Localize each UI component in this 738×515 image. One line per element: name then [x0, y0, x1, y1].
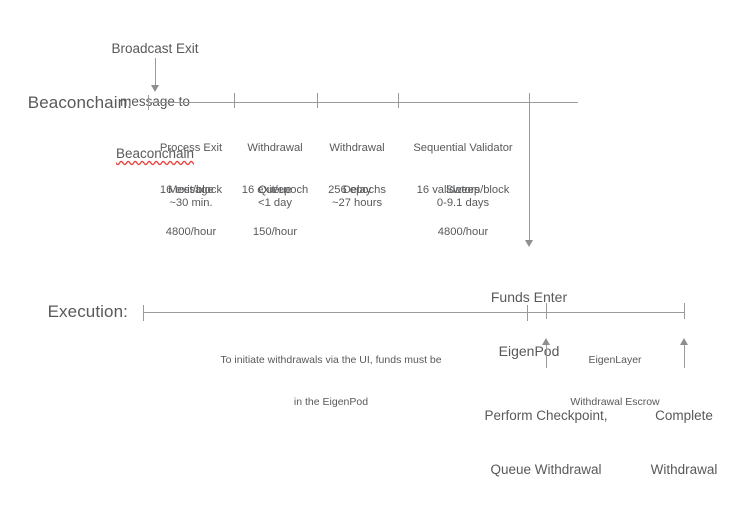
segment-3-duration: ~27 hours: [331, 197, 383, 209]
beaconchain-row-label: Beaconchain:: [27, 93, 132, 112]
beaconchain-tick-3: [398, 93, 399, 108]
execution-row-label: Execution:: [47, 302, 128, 321]
escrow-note-line-2: Withdrawal Escrow: [570, 396, 660, 408]
eigenlayer-escrow-note: EigenLayer Withdrawal Escrow: [570, 325, 659, 437]
complete-withdrawal-label: Complete Withdrawal: [651, 371, 718, 515]
execution-note-line-2: in the EigenPod: [293, 396, 369, 408]
beaconchain-tick-2: [317, 93, 318, 108]
complete-arrow-head-icon: [680, 338, 688, 345]
segment-3-rate: 256 epochs: [328, 155, 386, 225]
segment-1-name: Process Exit Message: [160, 113, 222, 225]
segment-3-name-line-1: Withdrawal: [329, 142, 385, 154]
broadcast-arrow-shaft: [155, 58, 156, 86]
segment-1-rate-line-2: 4800/hour: [165, 226, 217, 238]
escrow-note-line-1: EigenLayer: [588, 354, 642, 366]
timeline-diagram: Broadcast Exit message to Beaconchain Be…: [27, 5, 718, 477]
segment-4-name-line-1: Sequential Validator: [413, 142, 513, 154]
segment-4-name: Sequential Validator Sweep: [413, 113, 512, 225]
segment-1-name-line-1: Process Exit: [159, 142, 223, 154]
execution-tick-complete: [684, 303, 685, 319]
segment-2-rate-line-1: 16 exit/epoch: [241, 184, 309, 196]
checkpoint-label-line-1: Perform Checkpoint,: [484, 408, 608, 423]
beaconchain-tick-4: [529, 93, 530, 108]
execution-tick-funds-arrive: [527, 305, 528, 321]
segment-3-rate-line-1: 256 epochs: [328, 184, 386, 196]
funds-enter-eigenpod-label: Funds Enter EigenPod: [491, 252, 567, 396]
beaconchain-axis: [148, 102, 578, 103]
execution-axis: [143, 312, 685, 313]
callout-line-1: Broadcast Exit: [111, 41, 199, 56]
complete-arrow-shaft: [684, 344, 685, 368]
segment-2-rate: 16 exit/epoch 150/hour: [242, 155, 309, 267]
segment-2-rate-line-2: 150/hour: [252, 226, 298, 238]
checkpoint-arrow-head-icon: [542, 338, 550, 345]
beaconchain-tick-start: [148, 95, 149, 110]
callout-line-2: message to: [120, 93, 190, 109]
segment-4-name-line-2: Sweep: [445, 184, 481, 196]
segment-2-name: Withdrawal Queue: [247, 113, 302, 225]
segment-1-duration: ~30 min.: [169, 197, 213, 209]
segment-1-rate: 16 exit/block 4800/hour: [160, 155, 222, 267]
checkpoint-arrow-shaft: [546, 344, 547, 368]
segment-2-name-line-2: Queue: [258, 184, 292, 196]
execution-tick-start: [143, 305, 144, 321]
segment-1-rate-line-1: 16 exit/block: [159, 184, 223, 196]
complete-label-line-2: Withdrawal: [650, 462, 718, 477]
segment-4-rate-line-1: 16 validators/block: [416, 184, 510, 196]
checkpoint-label-line-2: Queue Withdrawal: [490, 462, 602, 477]
complete-label-line-1: Complete: [655, 408, 713, 423]
segment-1-name-line-2: Message: [168, 184, 214, 196]
funds-transfer-arrow-head-icon: [525, 240, 533, 247]
execution-note: To initiate withdrawals via the UI, fund…: [220, 325, 441, 437]
callout-line-3: Beaconchain: [115, 146, 195, 161]
segment-3-name: Withdrawal Delay: [329, 113, 384, 225]
segment-2-name-line-1: Withdrawal: [247, 142, 303, 154]
funds-transfer-arrow-shaft: [529, 108, 530, 243]
segment-4-duration: 0-9.1 days: [436, 197, 490, 209]
funds-enter-line-2: EigenPod: [498, 343, 560, 359]
segment-4-rate: 16 validators/block 4800/hour: [417, 155, 510, 267]
segment-2-duration: <1 day: [258, 197, 292, 209]
funds-enter-line-1: Funds Enter: [490, 289, 568, 305]
segment-4-rate-line-2: 4800/hour: [437, 226, 489, 238]
perform-checkpoint-label: Perform Checkpoint, Queue Withdrawal: [484, 371, 607, 515]
broadcast-arrow-head-icon: [151, 85, 159, 92]
broadcast-exit-callout: Broadcast Exit message to Beaconchain: [111, 5, 198, 198]
execution-note-line-1: To initiate withdrawals via the UI, fund…: [220, 354, 442, 366]
segment-3-name-line-2: Delay: [342, 184, 372, 196]
execution-tick-checkpoint: [546, 303, 547, 319]
beaconchain-tick-1: [234, 93, 235, 108]
